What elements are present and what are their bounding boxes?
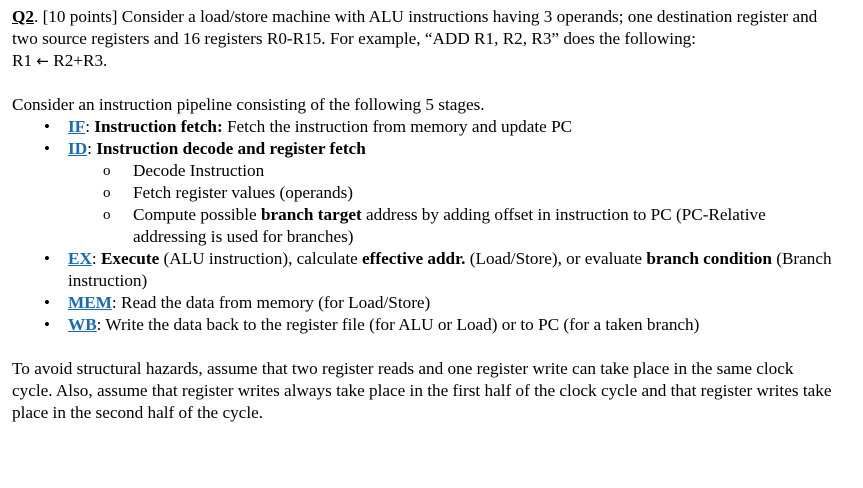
- sub-bullet-icon: o: [103, 163, 111, 179]
- sub-item-text: Decode Instruction: [133, 161, 265, 180]
- stage-link-wb[interactable]: WB: [68, 315, 97, 334]
- stage-id-sub-list: o Decode Instruction o Fetch register va…: [68, 160, 835, 248]
- question-intro-text: . [10 points] Consider a load/store mach…: [12, 7, 818, 48]
- assignment-suffix: R2+R3.: [48, 51, 108, 70]
- question-number-label: Q2: [12, 7, 34, 26]
- assignment-expression-line: R1 ← R2+R3.: [0, 50, 863, 72]
- stage-separator-wb: :: [96, 315, 106, 334]
- stage-title-ex: Execute: [100, 249, 160, 268]
- paragraph-spacer: [0, 336, 863, 358]
- sub-item-text-after: address by adding offset in instruction …: [133, 205, 766, 246]
- bullet-icon: •: [44, 315, 50, 334]
- sub-bullet-icon: o: [103, 185, 111, 201]
- stage-link-if[interactable]: IF: [68, 117, 86, 136]
- closing-paragraph: To avoid structural hazards, assume that…: [12, 359, 832, 422]
- pipeline-intro-paragraph: Consider an instruction pipeline consist…: [12, 95, 485, 114]
- bullet-icon: •: [44, 139, 50, 158]
- stage-description-if: Fetch the instruction from memory and up…: [222, 117, 573, 136]
- stage-link-id[interactable]: ID: [68, 139, 88, 158]
- stage-segment-ex-2: (Load/Store), or evaluate: [465, 249, 647, 268]
- stage-separator-mem: :: [111, 293, 121, 312]
- question-intro-paragraph: Q2. [10 points] Consider a load/store ma…: [0, 0, 863, 50]
- list-item-stage-id: • ID: Instruction decode and register fe…: [0, 138, 863, 248]
- list-item-compute-branch-target: o Compute possible branch target address…: [68, 204, 835, 248]
- stage-description-wb: Write the data back to the register file…: [105, 315, 700, 334]
- list-item-stage-ex: • EX: Execute (ALU instruction), calcula…: [0, 248, 863, 292]
- list-item-stage-mem: • MEM: Read the data from memory (for Lo…: [0, 292, 863, 314]
- list-item-stage-wb: • WB: Write the data back to the registe…: [0, 314, 863, 336]
- stage-title-id: Instruction decode and register fetch: [96, 139, 366, 158]
- bullet-icon: •: [44, 293, 50, 312]
- stage-separator-ex: :: [91, 249, 101, 268]
- bullet-icon: •: [44, 117, 50, 136]
- stage-link-ex[interactable]: EX: [68, 249, 92, 268]
- sub-item-text: Fetch register values (operands): [133, 183, 354, 202]
- list-item-stage-if: • IF: Instruction fetch: Fetch the instr…: [0, 116, 863, 138]
- sub-bullet-icon: o: [103, 207, 111, 223]
- paragraph-spacer: [0, 72, 863, 94]
- pipeline-stage-list: • IF: Instruction fetch: Fetch the instr…: [0, 116, 863, 336]
- stage-segment-ex-0: (ALU instruction), calculate: [159, 249, 363, 268]
- stage-separator-if: :: [85, 117, 95, 136]
- stage-description-mem: Read the data from memory (for Load/Stor…: [121, 293, 431, 312]
- stage-segment-ex-4: (Branch instruction): [68, 249, 832, 290]
- stage-link-mem[interactable]: MEM: [68, 293, 112, 312]
- sub-item-text-bold: branch target: [260, 205, 362, 224]
- list-item-fetch-register-values: o Fetch register values (operands): [68, 182, 835, 204]
- stage-segment-ex-1: effective addr.: [362, 249, 466, 268]
- list-item-decode-instruction: o Decode Instruction: [68, 160, 835, 182]
- bullet-icon: •: [44, 249, 50, 268]
- assignment-prefix: R1: [12, 51, 37, 70]
- left-arrow-icon: ←: [36, 52, 49, 70]
- stage-title-if: Instruction fetch:: [94, 117, 223, 136]
- stage-segment-ex-3: branch condition: [646, 249, 772, 268]
- sub-item-text-before: Compute possible: [133, 205, 261, 224]
- stage-separator-id: :: [87, 139, 97, 158]
